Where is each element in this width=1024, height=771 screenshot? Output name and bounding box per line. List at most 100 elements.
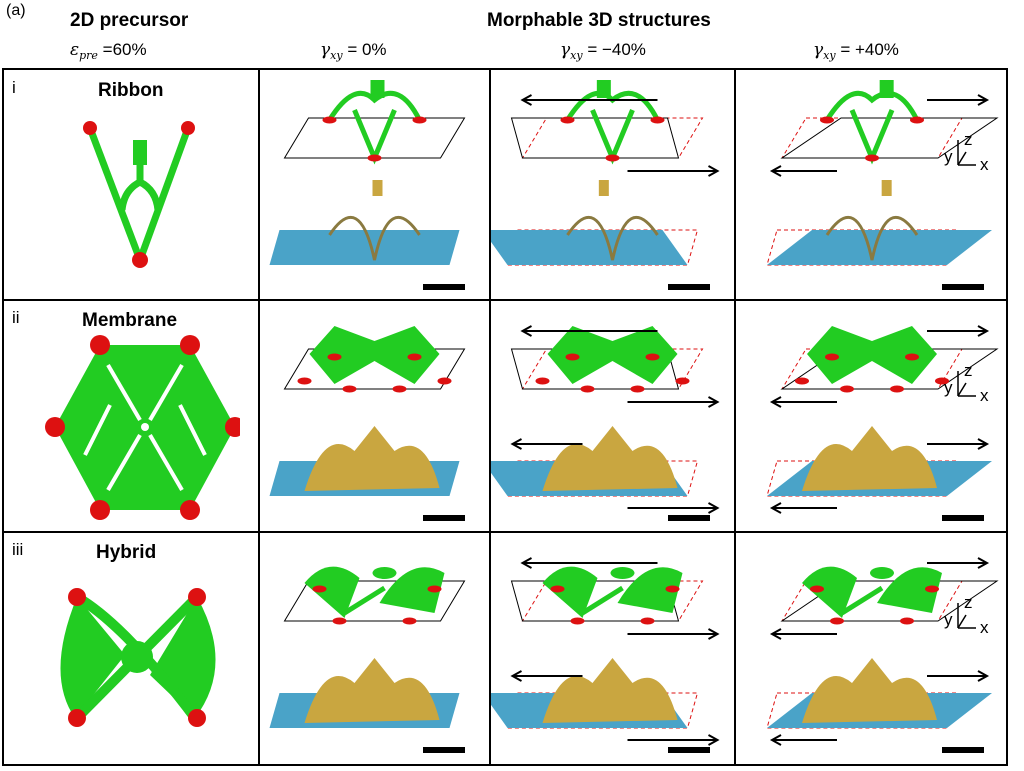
- anchor-point: [810, 585, 824, 593]
- subscript: xy: [823, 49, 836, 62]
- gold-structure: [802, 658, 937, 723]
- row-numeral: iii: [12, 540, 24, 559]
- arrow-head-icon: [520, 325, 532, 337]
- divider: [2, 531, 1008, 533]
- scale-bar: [423, 284, 465, 290]
- y-axis: [957, 382, 967, 397]
- anchor-point: [565, 353, 580, 361]
- arrow-head-icon: [769, 396, 782, 408]
- axis-label-y: y: [944, 378, 953, 397]
- ribbon-pad: [370, 80, 385, 98]
- gold-structure: [542, 658, 678, 723]
- arrow-head-icon: [708, 734, 720, 746]
- anchor-point: [402, 617, 417, 625]
- anchor-point: [605, 154, 620, 162]
- hybrid-disc: [870, 567, 894, 579]
- gold-pad: [881, 180, 892, 196]
- arrow-head-icon: [708, 628, 720, 640]
- anchor-point: [825, 353, 839, 361]
- axis-label-x: x: [980, 155, 989, 174]
- arrow-head-icon: [708, 502, 720, 514]
- anchor-point: [865, 154, 879, 162]
- original-plane-outline: [781, 580, 963, 622]
- arrow-head-icon: [520, 557, 532, 569]
- hybrid-3d: [802, 566, 857, 618]
- anchor-point: [327, 353, 342, 361]
- precursor-strain-label: εpre =60%: [70, 40, 147, 62]
- axis-label-y: y: [944, 610, 953, 629]
- axis-label-z: z: [964, 361, 973, 380]
- anchor-point: [297, 377, 312, 385]
- anchor-point: [437, 377, 452, 385]
- value: = +40%: [835, 40, 899, 59]
- anchor-point: [332, 617, 347, 625]
- row-label-hybrid: Hybrid: [96, 542, 157, 563]
- scale-bar: [668, 747, 710, 753]
- gold-ribbon: [825, 215, 919, 261]
- hybrid-3d: [379, 567, 445, 613]
- ribbon-3d: [327, 90, 422, 165]
- arrow-head-icon: [510, 670, 522, 682]
- anchor-point: [392, 385, 407, 393]
- sheared-plane-outline: [510, 580, 680, 622]
- scale-bar: [668, 515, 710, 521]
- structure-cell: [269, 566, 466, 753]
- row-numeral: i: [12, 78, 16, 97]
- membrane-precursor: [45, 335, 240, 520]
- anchor-point: [407, 353, 422, 361]
- anchor-point: [342, 385, 357, 393]
- axis-label-z: z: [964, 130, 973, 149]
- anchor-point: [925, 585, 939, 593]
- ribbon-pad: [879, 80, 894, 98]
- hybrid-3d: [617, 567, 683, 613]
- arrow-head-icon: [520, 94, 532, 106]
- hybrid-disc: [610, 567, 635, 579]
- ribbon-precursor: [83, 121, 195, 268]
- anchor-point: [312, 585, 327, 593]
- sheared-plane-outline: [283, 117, 466, 159]
- hybrid-3d: [542, 566, 598, 618]
- gold-ribbon: [566, 215, 659, 261]
- anchor-point: [560, 116, 575, 124]
- anchor-point: [412, 116, 427, 124]
- anchor-point: [665, 585, 680, 593]
- axis-label-x: x: [980, 618, 989, 637]
- y-axis: [957, 614, 967, 629]
- anchor-point: [910, 116, 924, 124]
- membrane-3d: [309, 326, 440, 384]
- anchor-point: [795, 377, 809, 385]
- gold-structure: [542, 426, 678, 491]
- anchor-point: [570, 617, 585, 625]
- anchor-point: [890, 385, 904, 393]
- anchor-point: [427, 585, 442, 593]
- row-label-ribbon: Ribbon: [98, 80, 164, 101]
- subscript: pre: [79, 49, 98, 62]
- anchor-point: [645, 353, 660, 361]
- hybrid-ribbon: [840, 585, 884, 616]
- structure-cell: [269, 326, 466, 521]
- arrow-head-icon: [977, 94, 990, 106]
- anchor-point: [367, 154, 382, 162]
- hybrid-ribbon: [343, 585, 386, 616]
- divider: [258, 68, 260, 766]
- divider: [489, 68, 491, 766]
- hybrid-ribbon: [581, 585, 624, 616]
- symbol: γ: [320, 40, 331, 60]
- anchor-point: [580, 385, 595, 393]
- row-numeral: ii: [12, 308, 20, 327]
- anchor-point: [630, 385, 645, 393]
- scale-bar: [942, 515, 984, 521]
- anchor-point: [935, 377, 949, 385]
- membrane-3d: [547, 326, 678, 384]
- original-plane-outline: [521, 348, 704, 390]
- hybrid-3d: [304, 566, 360, 618]
- figure-grid: [2, 68, 1008, 766]
- anchor-point: [820, 116, 834, 124]
- original-plane-outline: [781, 117, 963, 159]
- original-plane-outline: [521, 580, 704, 622]
- gold-pad: [372, 180, 383, 196]
